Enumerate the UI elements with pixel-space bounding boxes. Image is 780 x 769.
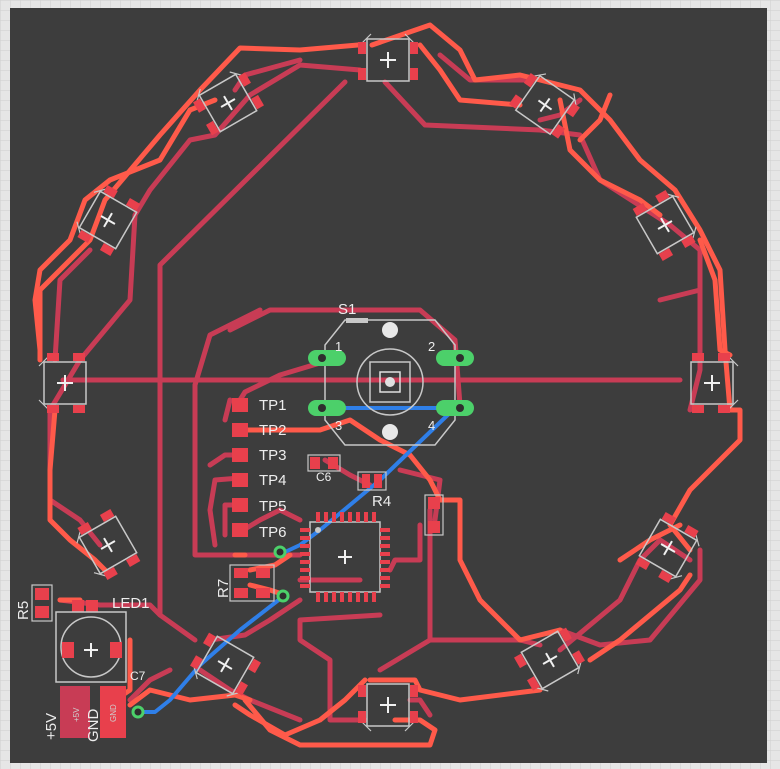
- capacitor-led-small: [72, 600, 98, 612]
- label-s1-pin4: 4: [428, 418, 435, 433]
- silkscreen-labels: S1 1 2 3 4 TP1 TP2 TP3 TP4 TP5 TP6 C6 R4…: [15, 301, 435, 742]
- label-s1: S1: [338, 301, 356, 318]
- label-c6: C6: [316, 470, 332, 484]
- vias: [131, 545, 290, 719]
- resistor-r4: [357, 471, 387, 491]
- label-tp4: TP4: [259, 472, 287, 489]
- label-pad-5v: +5V: [72, 707, 81, 722]
- resistor-r5: [31, 584, 53, 622]
- pad-gnd: [100, 686, 126, 738]
- led1-footprint: [55, 611, 127, 683]
- bottom-traces: [47, 52, 703, 723]
- resistor-r7: [229, 564, 275, 602]
- label-s1-pin2: 2: [428, 339, 435, 354]
- capacitor-c5: [424, 494, 444, 536]
- label-led1: LED1: [112, 595, 150, 612]
- power-pads: [60, 686, 126, 738]
- label-c7: C7: [130, 669, 146, 683]
- pad-5v: [60, 686, 90, 738]
- label-gnd: GND: [85, 709, 102, 743]
- microcontroller-ic: [300, 512, 390, 602]
- label-tp2: TP2: [259, 422, 287, 439]
- label-tp3: TP3: [259, 447, 287, 464]
- label-plus5v: +5V: [43, 713, 60, 740]
- label-tp1: TP1: [259, 397, 287, 414]
- label-s1-pin3: 3: [335, 418, 342, 433]
- label-r5: R5: [15, 601, 32, 620]
- label-r7: R7: [215, 579, 232, 598]
- capacitor-c6: [307, 454, 341, 472]
- top-traces: [32, 22, 743, 748]
- label-pad-gnd: GND: [109, 704, 118, 722]
- test-points: [232, 398, 248, 537]
- switch-s1: [308, 318, 474, 446]
- label-r4: R4: [372, 493, 391, 510]
- label-s1-pin1: 1: [335, 339, 342, 354]
- label-tp6: TP6: [259, 524, 287, 541]
- label-tp5: TP5: [259, 498, 287, 515]
